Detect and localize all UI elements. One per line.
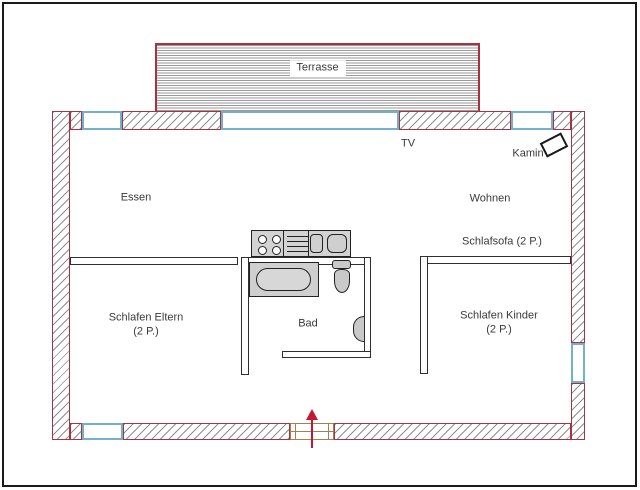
counter-line	[287, 240, 308, 242]
door-jamb-line	[327, 424, 329, 439]
interior-wall-bath-east	[363, 257, 371, 358]
interior-wall-parents-east	[241, 257, 249, 375]
interior-wall-parents-north	[70, 257, 238, 265]
exterior-wall-top-2	[122, 111, 221, 130]
room-label-bedroom-parents: Schlafen Eltern(2 P.)	[109, 312, 184, 339]
interior-wall-kids-north	[420, 256, 571, 264]
room-label-dining: Essen	[120, 191, 152, 204]
bedroom-kids-line1: Schlafen Kinder	[460, 309, 538, 322]
kitchen-unit	[251, 230, 351, 257]
exterior-wall-bottom-3	[334, 423, 571, 440]
bedroom-parents-line2: (2 P.)	[133, 325, 159, 337]
stove-burner-icon	[272, 245, 281, 255]
fireplace-label: Kamin	[512, 147, 544, 160]
stove-burner-icon	[258, 234, 267, 244]
counter-line	[287, 245, 308, 247]
window-right	[570, 343, 585, 383]
bedroom-kids-line2: (2 P.)	[486, 323, 512, 335]
counter-line	[287, 250, 308, 252]
entrance-arrow	[311, 417, 314, 448]
room-label-bath: Bad	[298, 317, 318, 330]
terrace-area	[155, 43, 480, 112]
bathtub-icon	[249, 262, 319, 297]
door-jamb-line	[295, 424, 297, 439]
toilet-tank-icon	[332, 260, 351, 269]
kitchen-sink-icon	[310, 234, 323, 253]
exterior-wall-top-3	[399, 111, 511, 130]
entrance-arrow-head	[306, 409, 318, 420]
terrace-label: Terrasse	[289, 60, 346, 76]
bathtub-basin	[256, 267, 311, 291]
room-label-bedroom-kids: Schlafen Kinder(2 P.)	[460, 310, 538, 337]
exterior-wall-top-stub-right	[553, 111, 571, 130]
exterior-wall-bottom-2	[123, 423, 290, 440]
tv-label: TV	[400, 137, 416, 150]
bedroom-parents-line1: Schlafen Eltern	[108, 311, 184, 324]
room-label-living: Wohnen	[469, 192, 511, 205]
window-top-1	[82, 111, 122, 130]
toilet-bowl-icon	[333, 269, 350, 293]
exterior-wall-top-stub-left	[70, 111, 82, 130]
window-top-2	[221, 111, 399, 130]
kitchen-divider	[283, 231, 285, 256]
exterior-wall-right-upper	[570, 111, 585, 343]
kitchen-divider	[308, 231, 310, 256]
kitchen-sink-icon	[327, 234, 347, 253]
stove-burner-icon	[258, 245, 267, 255]
interior-wall-bath-south	[281, 350, 371, 358]
exterior-wall-right-lower	[570, 383, 585, 440]
interior-wall-kids-west	[420, 256, 428, 374]
stove-burner-icon	[272, 234, 281, 244]
window-bottom	[82, 423, 123, 440]
window-top-3	[511, 111, 553, 130]
counter-line	[287, 235, 308, 237]
exterior-wall-bottom-stub-left	[70, 423, 82, 440]
exterior-wall-left	[52, 111, 70, 440]
sofa-label: Schlafsofa (2 P.)	[462, 235, 542, 248]
